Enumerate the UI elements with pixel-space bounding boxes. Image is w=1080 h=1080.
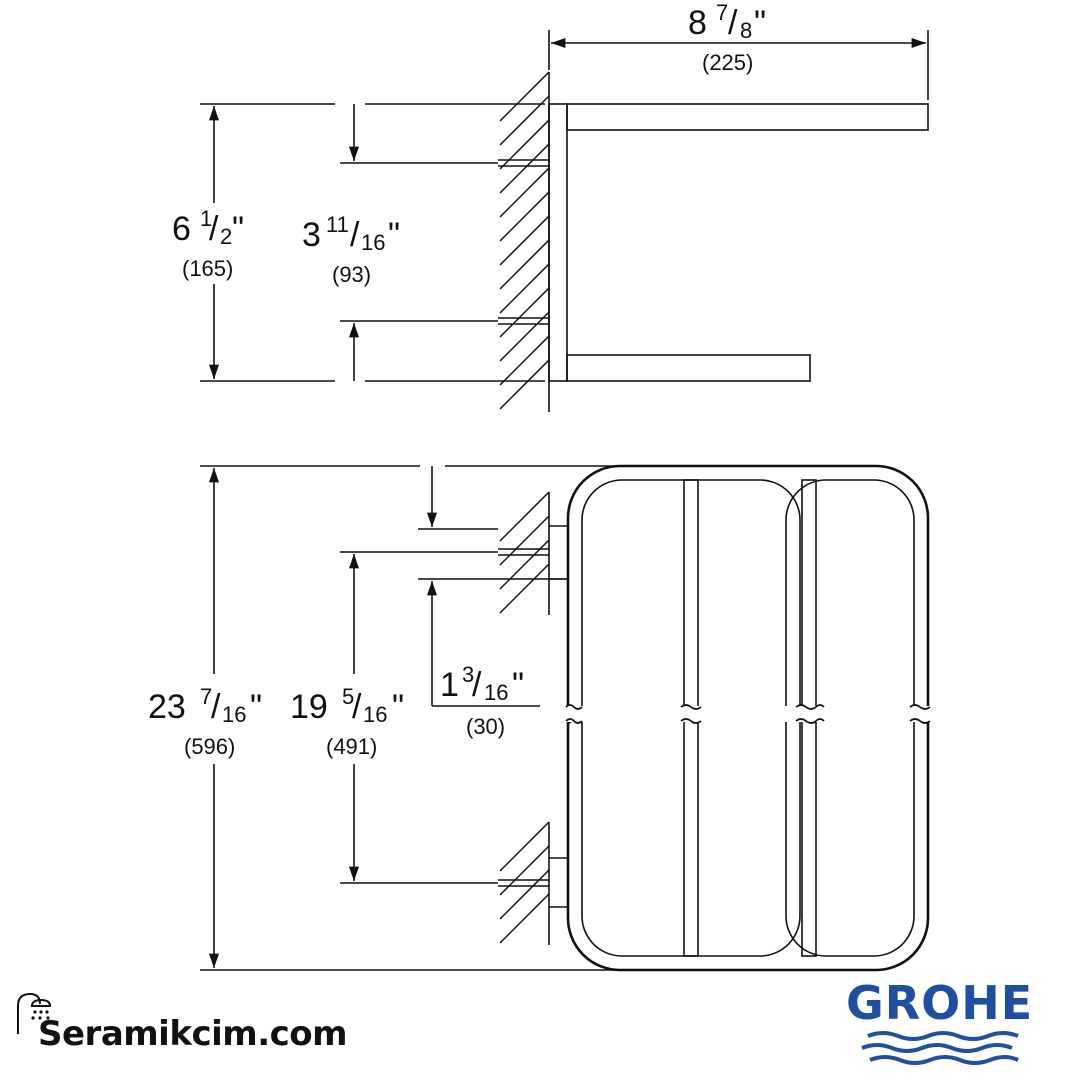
svg-text:3: 3: [462, 662, 474, 687]
waves-icon: [861, 1031, 1019, 1065]
bottom-shelf-arm: [566, 354, 811, 382]
hatch-line: [499, 143, 550, 194]
wall-hatch-front: [499, 491, 550, 944]
svg-text:19: 19: [290, 688, 328, 726]
svg-text:7: 7: [200, 684, 212, 709]
label-height-side: 6 1 / 2 " (165): [172, 206, 244, 281]
hatch-line: [499, 311, 550, 362]
svg-text:(165): (165): [182, 256, 233, 281]
svg-text:(93): (93): [332, 262, 371, 287]
svg-text:(225): (225): [702, 50, 753, 75]
screw-marks-front: [498, 548, 549, 887]
hatch-line: [499, 821, 550, 872]
svg-text:(596): (596): [184, 734, 235, 759]
break-gap: [560, 706, 940, 722]
svg-text:16: 16: [222, 702, 246, 727]
svg-text:": ": [232, 210, 244, 248]
svg-text:/: /: [472, 666, 482, 704]
hatch-line: [499, 515, 550, 566]
hatch-line: [499, 263, 550, 314]
svg-text:": ": [512, 666, 524, 704]
hatch-line: [499, 869, 550, 920]
hatch-line: [499, 893, 550, 944]
svg-text:": ": [392, 688, 404, 726]
svg-text:23: 23: [148, 688, 186, 726]
hatch-line: [499, 335, 550, 386]
svg-text:": ": [388, 216, 400, 254]
svg-text:1: 1: [200, 206, 212, 231]
svg-text:(30): (30): [466, 714, 505, 739]
brand-name: GROHE: [846, 976, 1034, 1030]
watermark: Seramikcim.com: [10, 988, 390, 1068]
svg-text:/: /: [209, 210, 219, 248]
svg-text:16: 16: [363, 702, 387, 727]
hatch-line: [499, 215, 550, 266]
hatch-line: [499, 119, 550, 170]
hatch-line: [499, 239, 550, 290]
label-depth: 8 7 / 8 " (225): [688, 0, 766, 75]
hatch-line: [499, 539, 550, 590]
hatch-line: [499, 191, 550, 242]
label-offset-top: 1 3 / 16 " (30): [440, 662, 524, 739]
side-view: [200, 30, 929, 412]
svg-text:5: 5: [342, 684, 354, 709]
hatch-line: [499, 167, 550, 218]
hatch-line: [499, 491, 550, 542]
hatch-line: [499, 287, 550, 338]
hatch-line: [499, 71, 550, 122]
hatch-line: [499, 845, 550, 896]
svg-text:3: 3: [302, 216, 321, 254]
svg-text:16: 16: [484, 680, 508, 705]
label-mount-side: 3 11 / 16 " (93): [302, 212, 400, 287]
shower-icon: [17, 992, 52, 1034]
svg-text:/: /: [352, 688, 362, 726]
svg-text:11: 11: [326, 212, 349, 237]
svg-text:/: /: [211, 688, 221, 726]
wall-hatch-side: [499, 71, 550, 410]
watermark-text: Seramikcim.com: [38, 1014, 348, 1054]
svg-text:": ": [754, 4, 766, 42]
svg-text:16: 16: [361, 230, 385, 255]
svg-text:/: /: [350, 216, 360, 254]
svg-text:": ": [250, 688, 262, 726]
back-plate: [548, 103, 568, 382]
label-total-front: 23 7 / 16 " (596): [148, 684, 262, 759]
svg-text:6: 6: [172, 210, 191, 248]
top-shelf-arm: [566, 103, 929, 131]
screw-marks-side: [498, 159, 549, 325]
svg-text:8: 8: [740, 18, 752, 43]
brand-logo: GROHE: [838, 976, 1068, 1072]
svg-text:1: 1: [440, 666, 459, 704]
svg-text:2: 2: [220, 224, 232, 249]
hatch-line: [499, 359, 550, 410]
svg-text:/: /: [728, 4, 738, 42]
hatch-line: [499, 563, 550, 614]
front-view: [200, 464, 940, 972]
label-mount-front: 19 5 / 16 " (491): [290, 684, 404, 759]
svg-text:(491): (491): [326, 734, 377, 759]
svg-text:8: 8: [688, 4, 707, 42]
svg-text:7: 7: [716, 0, 728, 25]
